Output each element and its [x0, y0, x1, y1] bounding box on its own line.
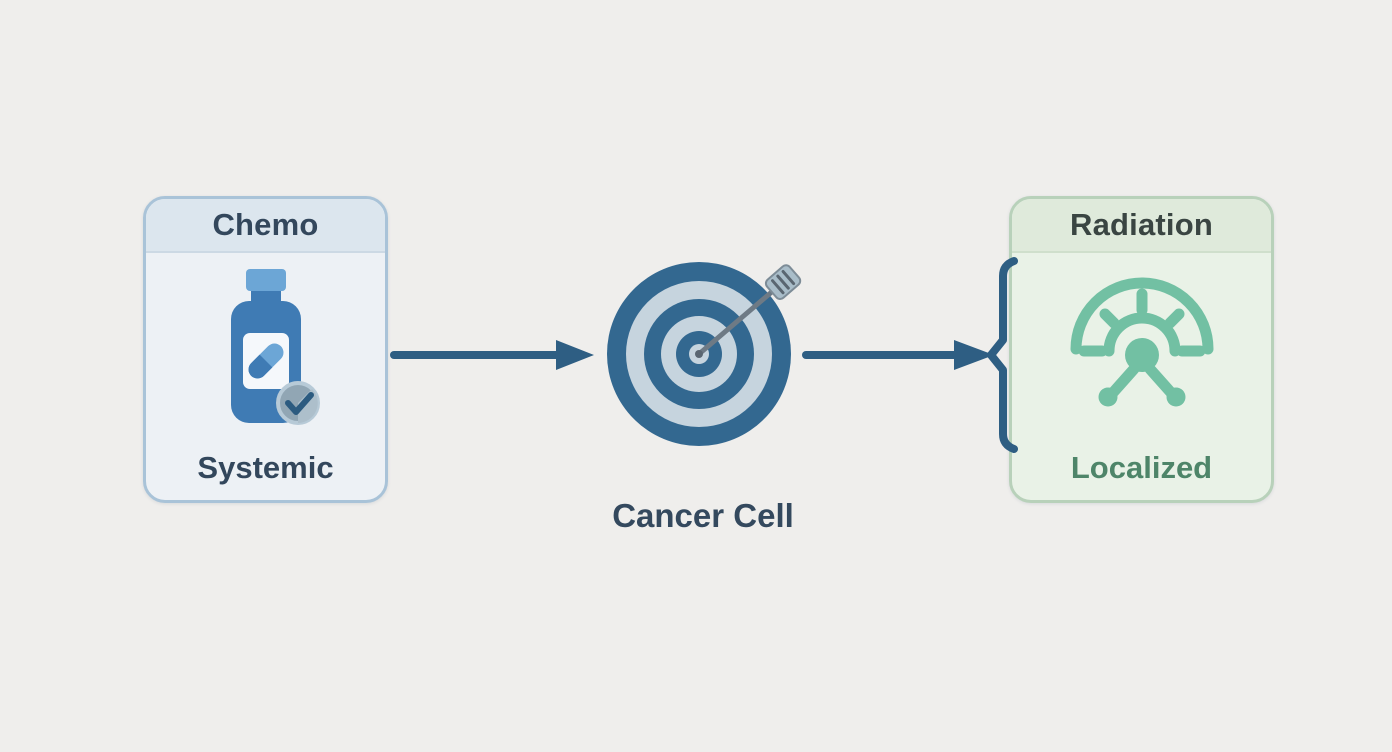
pill-bottle-icon: [230, 269, 320, 425]
chemo-card-title: Chemo: [212, 207, 319, 242]
arrow-chemo-to-target: [390, 340, 594, 370]
check-badge-icon: [275, 381, 320, 425]
target-dart-icon: [607, 262, 802, 446]
bracket-icon: [987, 257, 1018, 453]
dart-fletching-icon: [764, 264, 802, 300]
radiation-card-label: Localized: [1070, 450, 1213, 485]
radiation-card-header: Radiation: [1012, 199, 1271, 253]
capsule-pill-icon: [248, 343, 283, 379]
chemo-card: Chemo Systemic: [143, 196, 388, 503]
arrow-target-to-radiation: [802, 257, 1018, 453]
chemo-card-label: Systemic: [197, 450, 334, 485]
cancer-cell-label: Cancer Cell: [612, 497, 794, 534]
dart-icon: [695, 264, 802, 358]
radiation-card-body: Localized: [1012, 253, 1271, 500]
chemo-card-header: Chemo: [146, 199, 385, 253]
radiation-icon: [1070, 277, 1213, 407]
radiation-card-title: Radiation: [1069, 207, 1214, 242]
radiation-card: Radiation: [1009, 196, 1274, 503]
chemo-card-body: Systemic: [146, 253, 385, 500]
